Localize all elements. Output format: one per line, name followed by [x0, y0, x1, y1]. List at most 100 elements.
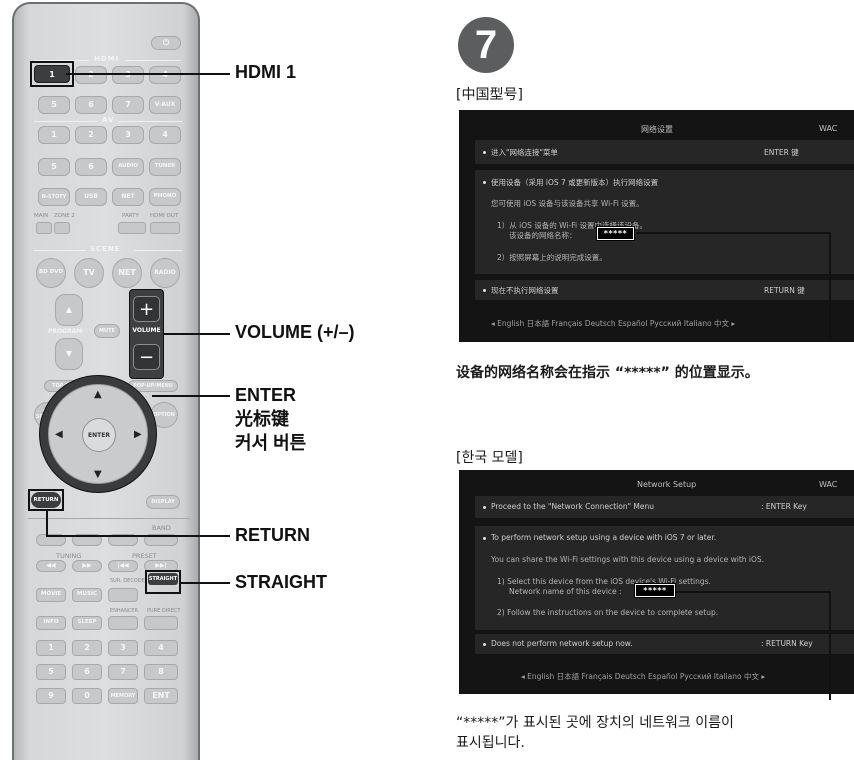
menu-item-network-connection[interactable]: 进入"网络连接"菜单: [491, 148, 558, 157]
enter-button[interactable]: ENTER: [82, 418, 116, 452]
enhancer-button[interactable]: [108, 616, 138, 630]
cursor-down-button[interactable]: ▼: [94, 469, 102, 480]
return-callout: RETURN: [235, 525, 310, 545]
hdmi-button-7[interactable]: 7: [112, 96, 144, 114]
china-pointer-vertical: [829, 232, 831, 340]
pure-direct-button[interactable]: [144, 616, 178, 630]
step-2-text: 2) Follow the instructions on the device…: [497, 608, 719, 617]
scene-net-button[interactable]: NET: [112, 258, 142, 288]
av-button-5[interactable]: 5: [38, 158, 70, 176]
info-button[interactable]: INFO: [36, 616, 66, 630]
menu-item-network-connection[interactable]: Proceed to the "Network Connection" Menu: [491, 502, 655, 511]
av-button-1[interactable]: 1: [38, 126, 70, 144]
num-button-6[interactable]: 6: [72, 664, 102, 680]
network-name-placeholder: *****: [596, 226, 635, 241]
ent-button[interactable]: ENT: [144, 688, 178, 704]
step-number-badge: 7: [458, 17, 514, 73]
scene-radio-button[interactable]: RADIO: [150, 258, 180, 288]
hdmi1-button[interactable]: 1: [34, 65, 70, 83]
option-panel-2: [475, 526, 854, 630]
program-down-button[interactable]: ▼: [55, 338, 83, 370]
av-button-2[interactable]: 2: [75, 126, 107, 144]
source-button-1[interactable]: N-STOTY: [38, 188, 70, 206]
hdmi-button-5[interactable]: 5: [38, 96, 70, 114]
option-panel-2: [475, 170, 854, 274]
cursor-left-button[interactable]: ◀: [55, 429, 63, 440]
display-button[interactable]: DISPLAY: [146, 495, 180, 509]
transport-button-1[interactable]: [36, 534, 66, 546]
ios-setup-item[interactable]: To perform network setup using a device …: [491, 533, 717, 542]
program-label: PROGRAM: [48, 328, 83, 335]
main-zone-button[interactable]: [36, 222, 52, 234]
option-panel-1: [475, 140, 854, 164]
num-button-3[interactable]: 3: [108, 640, 138, 656]
mute-button[interactable]: MUTE: [94, 324, 120, 338]
transport-button-3[interactable]: [108, 534, 138, 546]
usb-button[interactable]: USB: [75, 188, 107, 206]
volume-control: + VOLUME −: [129, 289, 164, 379]
language-selector[interactable]: ◂ English 日本語 Français Deutsch Español Р…: [521, 672, 766, 681]
volume-down-button[interactable]: −: [133, 344, 160, 370]
zone2-button[interactable]: [54, 222, 70, 234]
ios-setup-item[interactable]: 使用设备（采用 iOS 7 或更新版本）执行网络设置: [491, 178, 659, 187]
preset-down-button[interactable]: |◀◀: [108, 560, 138, 572]
hdmi-button-2[interactable]: 2: [75, 66, 107, 84]
cursor-up-button[interactable]: ▲: [94, 389, 102, 400]
num-button-8[interactable]: 8: [144, 664, 178, 680]
skip-back-icon: |◀◀: [117, 562, 129, 569]
screen-wac: WAC: [819, 124, 838, 133]
return-key-hint: RETURN 键: [764, 286, 805, 295]
hdmi-button-6[interactable]: 6: [75, 96, 107, 114]
music-button[interactable]: MUSIC: [72, 588, 102, 602]
sur-decode-label: SUR. DECODE: [110, 578, 145, 584]
av-button-4[interactable]: 4: [149, 126, 181, 144]
program-up-button[interactable]: ▲: [55, 294, 83, 326]
tuner-button[interactable]: TUNER: [149, 158, 181, 176]
num-button-7[interactable]: 7: [108, 664, 138, 680]
num-button-5[interactable]: 5: [36, 664, 66, 680]
movie-button[interactable]: MOVIE: [36, 588, 66, 602]
china-pointer-horizontal: [636, 232, 830, 234]
language-selector[interactable]: ◂ English 日本語 Français Deutsch Español Р…: [491, 319, 736, 328]
volume-up-button[interactable]: +: [133, 296, 160, 322]
enter-key-hint: : ENTER Key: [761, 502, 807, 511]
tuning-down-button[interactable]: ◀◀: [36, 560, 66, 572]
option-button[interactable]: OPTION: [150, 402, 178, 428]
memory-button[interactable]: MEMORY: [108, 688, 138, 704]
phono-button[interactable]: PHONO: [149, 188, 181, 206]
v-aux-button[interactable]: V-AUX: [149, 96, 181, 114]
av-button-3[interactable]: 3: [112, 126, 144, 144]
num-button-2[interactable]: 2: [72, 640, 102, 656]
av-button-6[interactable]: 6: [75, 158, 107, 176]
tuning-up-button[interactable]: ▶▶: [72, 560, 102, 572]
transport-button-2[interactable]: [72, 534, 102, 546]
party-button[interactable]: [118, 222, 146, 234]
china-model-heading: [中国型号]: [456, 87, 523, 103]
scene-bd-dvd-button[interactable]: BD DVD: [36, 258, 66, 288]
hdmi-section-label: HDMI: [94, 55, 120, 63]
num-button-0[interactable]: 0: [72, 688, 102, 704]
skip-setup-item[interactable]: 现在不执行网络设置: [491, 286, 559, 295]
hdmi-button-3[interactable]: 3: [112, 66, 144, 84]
sleep-button[interactable]: SLEEP: [72, 616, 102, 630]
cursor-right-button[interactable]: ▶: [134, 429, 142, 440]
pure-direct-label: PURE DIRECT: [147, 608, 181, 614]
hdmi-button-4[interactable]: 4: [149, 66, 181, 84]
step-1-text: 1) Select this device from the iOS devic…: [497, 577, 711, 586]
num-button-9[interactable]: 9: [36, 688, 66, 704]
straight-button[interactable]: STRAIGHT: [148, 573, 178, 585]
hdmi1-callout: HDMI 1: [235, 62, 297, 82]
sur-decode-button[interactable]: [108, 588, 138, 602]
return-button[interactable]: RETURN: [31, 492, 61, 508]
skip-setup-item[interactable]: Does not perform network setup now.: [491, 639, 633, 648]
hdmi-out-button[interactable]: [150, 222, 180, 234]
enter-callout-line-1: ENTER: [235, 385, 297, 405]
power-button[interactable]: ⏻: [151, 36, 181, 50]
audio-button[interactable]: AUDIO: [112, 158, 144, 176]
volume-label: VOLUME: [132, 327, 161, 334]
scene-tv-button[interactable]: TV: [74, 258, 104, 288]
transport-button-4[interactable]: [144, 534, 178, 546]
num-button-1[interactable]: 1: [36, 640, 66, 656]
net-button[interactable]: NET: [112, 188, 144, 206]
num-button-4[interactable]: 4: [144, 640, 178, 656]
